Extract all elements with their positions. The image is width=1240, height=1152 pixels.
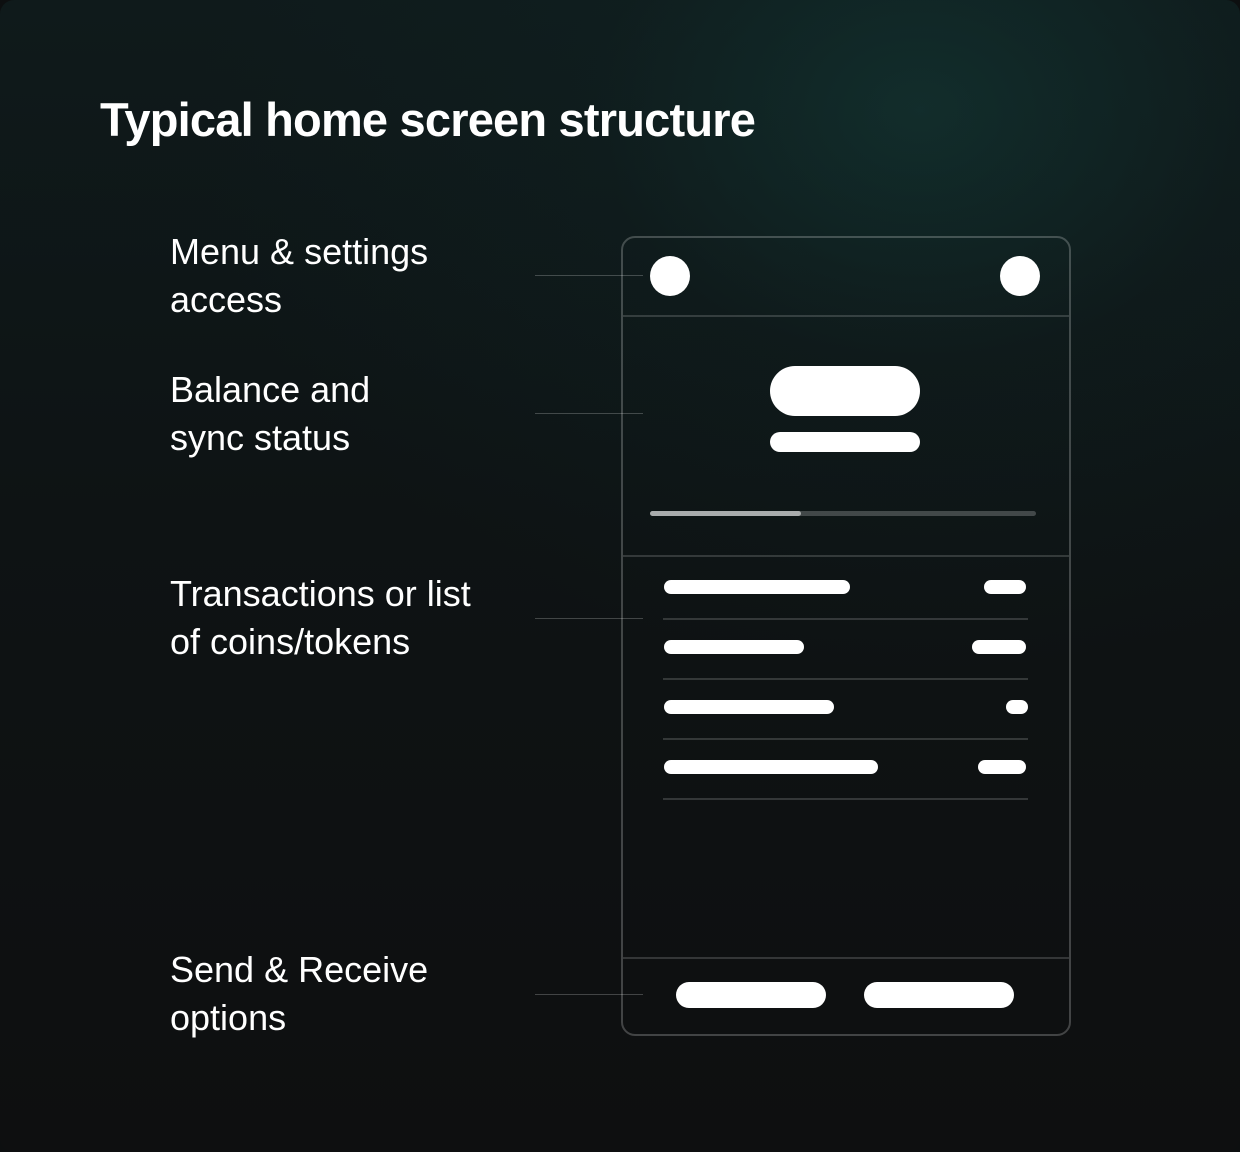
- balance-placeholder: [770, 366, 920, 416]
- list-row-1-separator: [663, 618, 1028, 620]
- list-row-2-value-placeholder: [972, 640, 1026, 654]
- leader-line-transactions: [535, 618, 643, 619]
- receive-button-placeholder: [864, 982, 1014, 1008]
- list-row-1-title-placeholder: [664, 580, 850, 594]
- sync-progress-track: [650, 511, 1036, 516]
- list-row-1-value-placeholder: [984, 580, 1026, 594]
- list-row-2-title-placeholder: [664, 640, 804, 654]
- phone-wireframe: [621, 236, 1071, 1036]
- leader-line-menu: [535, 275, 643, 276]
- leader-line-balance: [535, 413, 643, 414]
- list-row-4-value-placeholder: [978, 760, 1026, 774]
- label-balance-sync-line-1: Balance and: [170, 369, 371, 410]
- list-row-4-title-placeholder: [664, 760, 878, 774]
- label-transactions-line-2: of coins/tokens: [170, 621, 411, 662]
- label-balance-sync: Balance and sync status: [170, 366, 530, 462]
- label-send-receive: Send & Receive options: [170, 946, 530, 1042]
- list-row-3-title-placeholder: [664, 700, 834, 714]
- balance-divider: [623, 555, 1069, 557]
- sync-progress-fill: [650, 511, 801, 516]
- send-button-placeholder: [676, 982, 826, 1008]
- menu-circle-icon: [650, 256, 690, 296]
- list-row-3-separator: [663, 738, 1028, 740]
- settings-circle-icon: [1000, 256, 1040, 296]
- label-send-receive-line-2: options: [170, 997, 287, 1038]
- label-transactions-line-1: Transactions or list: [170, 573, 471, 614]
- label-send-receive-line-1: Send & Receive: [170, 949, 429, 990]
- header-divider: [623, 315, 1069, 317]
- label-transactions: Transactions or list of coins/tokens: [170, 570, 530, 666]
- page-title: Typical home screen structure: [100, 93, 756, 146]
- list-row-3-value-placeholder: [1006, 700, 1028, 714]
- list-row-2-separator: [663, 678, 1028, 680]
- footer-divider: [623, 957, 1069, 959]
- balance-subtitle-placeholder: [770, 432, 920, 452]
- label-menu-settings-line-1: Menu & settings: [170, 231, 429, 272]
- leader-line-send-receive: [535, 994, 643, 995]
- label-menu-settings-line-2: access: [170, 279, 283, 320]
- label-balance-sync-line-2: sync status: [170, 417, 351, 458]
- label-menu-settings: Menu & settings access: [170, 228, 530, 324]
- list-row-4-separator: [663, 798, 1028, 800]
